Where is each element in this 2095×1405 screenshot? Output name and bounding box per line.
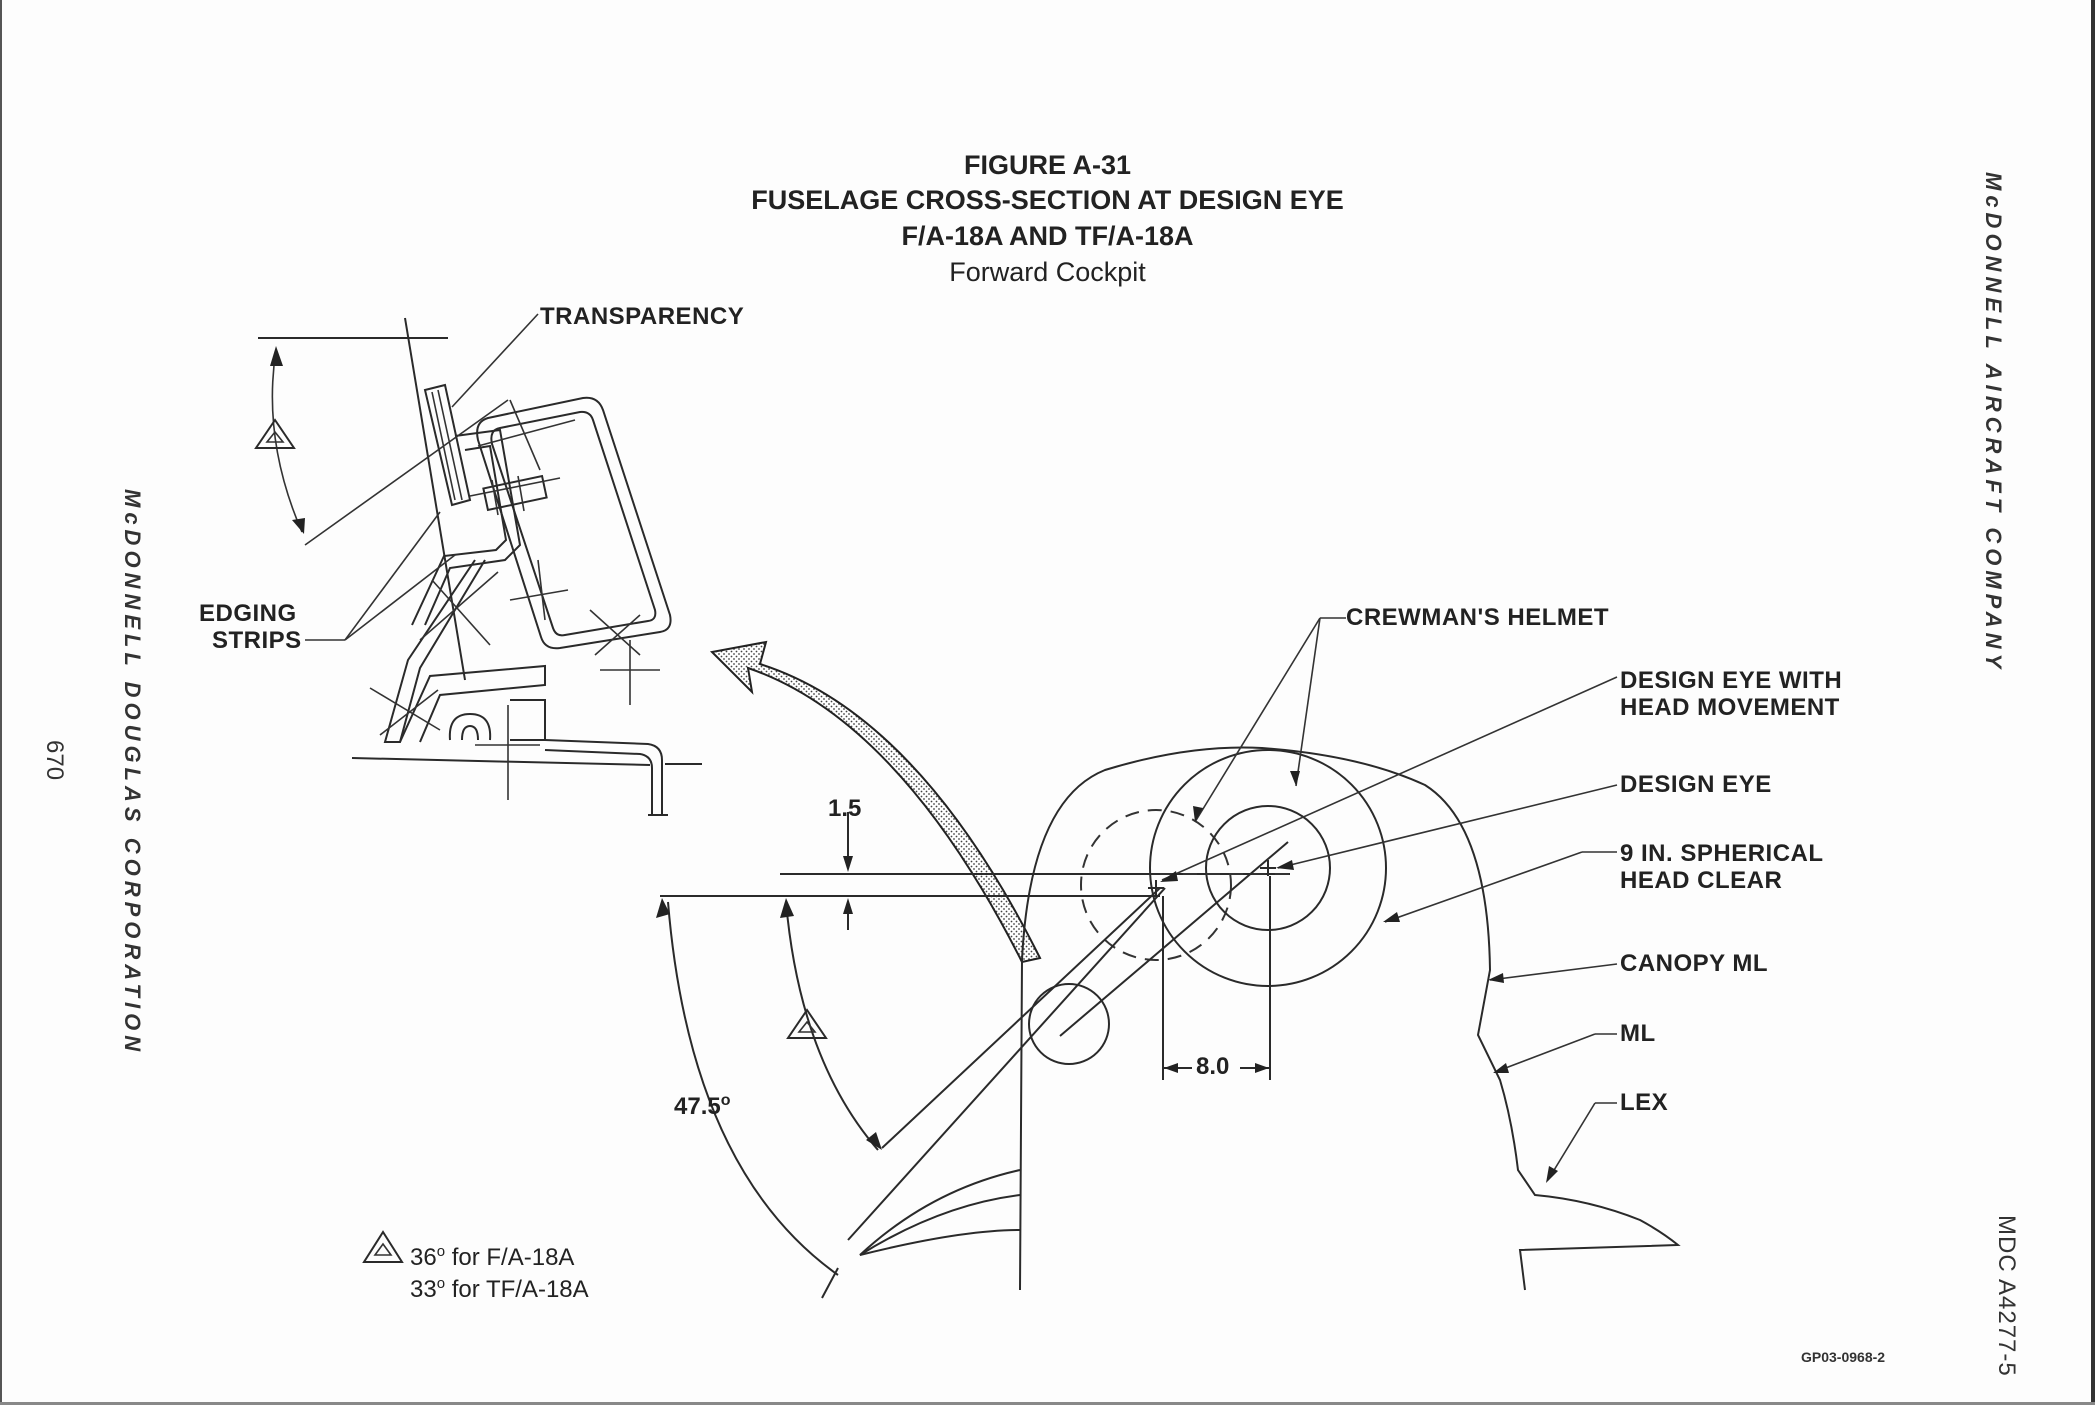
left-company-name: McDONNELL DOUGLAS CORPORATION <box>120 489 145 1057</box>
angle-dimension: 47.5o <box>674 1092 731 1121</box>
angle-value: 47.5 <box>674 1093 721 1120</box>
canopy-ml-label: CANOPY ML <box>1620 950 1769 977</box>
legend-degree-tfa18a: o <box>436 1275 446 1292</box>
legend-value-fa18a: 36 <box>410 1244 437 1271</box>
figure-aircraft: F/A-18A AND TF/A-18A <box>901 221 1194 251</box>
drawing-code: GP03-0968-2 <box>1801 1349 1886 1365</box>
scan-edge-right <box>2091 0 2095 1405</box>
design-eye-head-movement-label-line1: DESIGN EYE WITH <box>1620 667 1843 694</box>
right-company-name: McDONNELL AIRCRAFT COMPANY <box>1981 172 2006 674</box>
figure-number: FIGURE A-31 <box>963 150 1132 180</box>
document-number: MDC A4277-5 <box>1993 1215 2020 1377</box>
scan-edge-left <box>0 0 2 1405</box>
edging-strips-label-line1: EDGING <box>199 600 297 627</box>
legend-text-tfa18a: for TF/A-18A <box>445 1276 589 1303</box>
head-clear-label-line2: HEAD CLEAR <box>1620 867 1783 894</box>
legend-degree-fa18a: o <box>436 1243 446 1260</box>
design-eye-label: DESIGN EYE <box>1620 771 1772 798</box>
design-eye-head-movement-label-line2: HEAD MOVEMENT <box>1620 694 1840 721</box>
ml-label: ML <box>1620 1020 1656 1047</box>
figure-title: FUSELAGE CROSS-SECTION AT DESIGN EYE <box>751 185 1344 215</box>
head-clear-label-line1: 9 IN. SPHERICAL <box>1620 840 1824 867</box>
scan-edge-bottom <box>0 1402 2095 1405</box>
canopy-edge-detail <box>254 313 702 816</box>
angle-degree-mark: o <box>720 1092 731 1109</box>
detail-callout-arrow <box>709 640 1042 964</box>
legend-line-fa18a: 36o for F/A-18A <box>410 1236 574 1274</box>
legend-line-tfa18a: 33o for TF/A-18A <box>410 1268 589 1306</box>
figure-subtitle: Forward Cockpit <box>949 257 1146 287</box>
transparency-label: TRANSPARENCY <box>540 303 745 330</box>
legend-delta-icon <box>362 1230 404 1263</box>
horizontal-offset-dimension: 8.0 <box>1196 1053 1230 1080</box>
vertical-offset-dimension: 1.5 <box>828 795 862 822</box>
page-number: 670 <box>41 740 68 781</box>
lex-label: LEX <box>1620 1089 1669 1116</box>
crewmans-helmet-label: CREWMAN'S HELMET <box>1346 604 1610 631</box>
fuselage-cross-section <box>656 617 1681 1299</box>
legend-text-fa18a: for F/A-18A <box>445 1244 575 1271</box>
edging-strips-label-line2: STRIPS <box>212 627 302 654</box>
legend-value-tfa18a: 33 <box>410 1276 437 1303</box>
